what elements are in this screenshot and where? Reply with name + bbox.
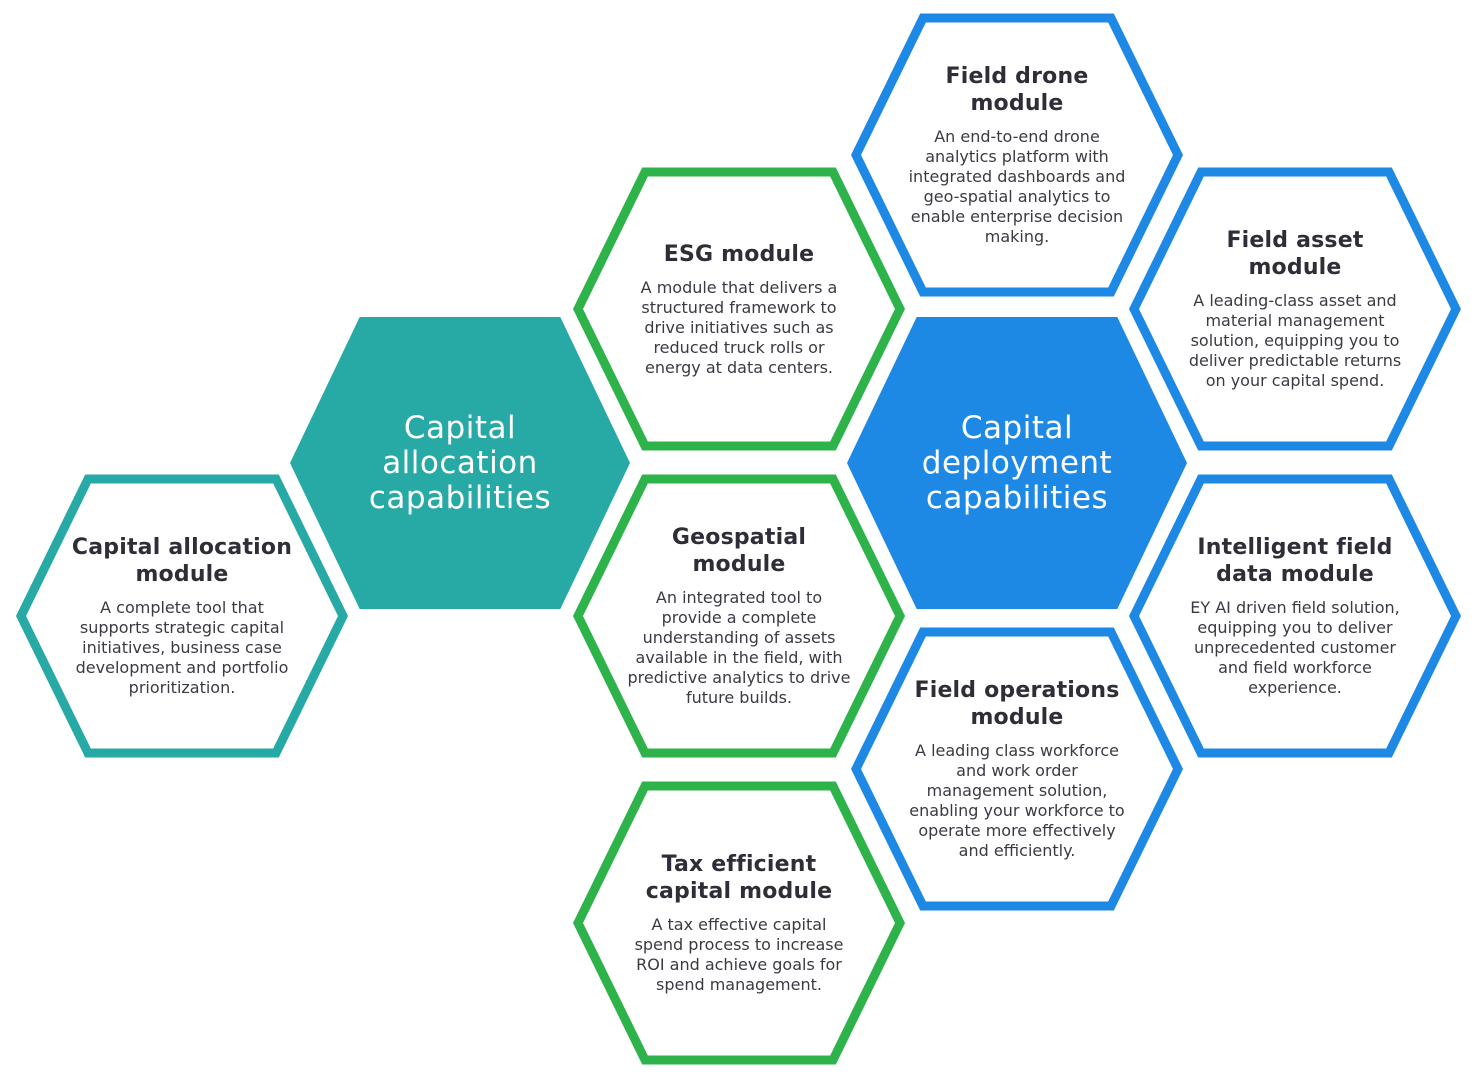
module-description: An integrated tool to provide a complete… [627, 588, 851, 707]
module-title: Field operations module [914, 678, 1120, 730]
hub-title: Capital deployment capabilities [921, 409, 1113, 516]
hub-capital-deployment: Capital deployment capabilities [847, 317, 1187, 609]
module-title: Geospatial module [671, 525, 807, 577]
hexagon-outline [572, 474, 906, 758]
hub-capital-allocation: Capital allocation capabilities [290, 317, 630, 609]
hexagon-shape [847, 317, 1187, 609]
module-description: A leading class workforce and work order… [909, 741, 1125, 860]
hexagon-outline [572, 781, 906, 1065]
module-title: Field asset module [1226, 228, 1364, 280]
module-description: A tax effective capital spend process to… [634, 915, 844, 994]
module-capital-allocation: Capital allocation module A complete tool… [15, 474, 349, 758]
module-tax-efficient-capital: Tax efficient capital module A tax effect… [572, 781, 906, 1065]
module-description: A leading-class asset and material manag… [1188, 291, 1402, 390]
module-title: ESG module [663, 241, 815, 267]
module-title: Intelligent field data module [1197, 535, 1393, 587]
module-intelligent-field-data: Intelligent field data module EY AI drive… [1128, 474, 1462, 758]
hexagon-outline [850, 13, 1184, 297]
module-field-drone: Field drone module An end-to-end drone an… [850, 13, 1184, 297]
module-title: Tax efficient capital module [645, 852, 833, 904]
module-description: EY AI driven field solution, equipping y… [1190, 598, 1400, 697]
module-description: A complete tool that supports strategic … [75, 598, 289, 697]
module-description: A module that delivers a structured fram… [640, 277, 838, 377]
module-title: Capital allocation module [71, 535, 293, 587]
hexagon-outline [1128, 474, 1462, 758]
hexagon-outline [572, 167, 906, 451]
hexagon-shape [290, 317, 630, 609]
module-title: Field drone module [945, 64, 1089, 116]
hexagon-outline [850, 627, 1184, 911]
module-esg: ESG module A module that delivers a struc… [572, 167, 906, 451]
module-field-operations: Field operations module A leading class w… [850, 627, 1184, 911]
hexagon-outline [15, 474, 349, 758]
module-field-asset: Field asset module A leading-class asset … [1128, 167, 1462, 451]
hexagon-outline [1128, 167, 1462, 451]
module-geospatial: Geospatial module An integrated tool to p… [572, 474, 906, 758]
module-description: An end-to-end drone analytics platform w… [908, 127, 1126, 246]
hub-title: Capital allocation capabilities [368, 409, 552, 516]
